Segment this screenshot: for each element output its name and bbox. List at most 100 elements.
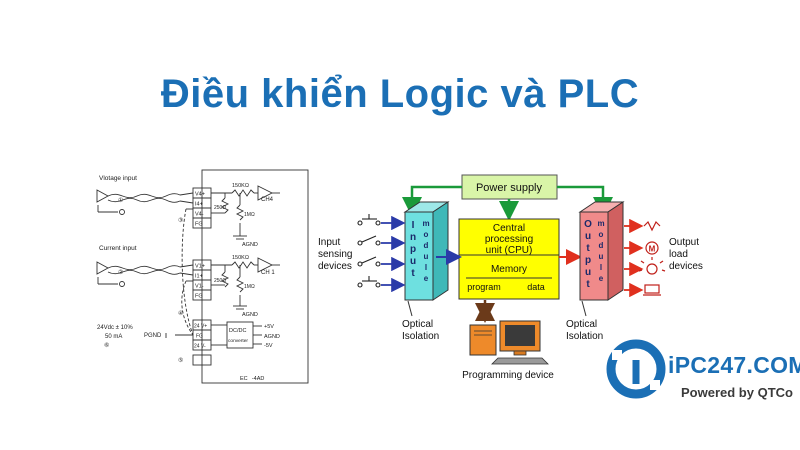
plus5v-label: +5V xyxy=(264,324,274,330)
module-letter: m xyxy=(597,219,604,228)
logo-mark-icon xyxy=(606,339,666,399)
output-arrows xyxy=(624,218,644,298)
wiring-diagram xyxy=(96,169,309,384)
cpu-line1: Central xyxy=(493,223,525,234)
pin-i4p: I4+ xyxy=(195,202,203,208)
pgnd-label: PGND xyxy=(144,333,162,339)
cpu-line3: unit (CPU) xyxy=(486,245,533,256)
input-arrows xyxy=(381,215,406,293)
cpu-line2: processing xyxy=(485,234,533,245)
pin-v1p: V1+ xyxy=(195,264,205,270)
programming-device-label: Programming device xyxy=(462,370,554,381)
input-devices-line: sensing xyxy=(318,249,352,260)
output-devices-line: load xyxy=(669,249,688,260)
data-label: data xyxy=(527,282,545,292)
optical-in-pointer xyxy=(407,300,413,317)
converter-label: converter xyxy=(228,338,248,344)
lamp-icon xyxy=(638,257,666,275)
switch-icon xyxy=(357,235,381,246)
power-supply-label: Power supply xyxy=(476,182,543,194)
module-letter: e xyxy=(424,274,429,283)
input-letter: I xyxy=(412,220,415,231)
memory-label: Memory xyxy=(491,264,527,275)
computer-icon xyxy=(469,320,549,365)
res-150k-b: 150KΩ xyxy=(232,255,249,261)
pin-v4p: V4+ xyxy=(195,192,205,198)
switch-icon xyxy=(357,276,381,288)
current-input-label: Current input xyxy=(99,245,137,252)
pin-fg3: FG xyxy=(196,334,203,340)
page-title: Điều khiển Logic và PLC xyxy=(160,72,640,116)
wiring-labels: Vlotage input Current input V4+ I4+ V4- … xyxy=(97,175,280,382)
optical-out-line: Isolation xyxy=(566,331,603,342)
opamp-ch1-icon xyxy=(257,257,274,273)
opamp-ch4-icon xyxy=(257,185,274,201)
pin-24vm: 24 V- xyxy=(194,344,206,350)
power-to-input-arrow xyxy=(402,185,462,217)
switch-icon xyxy=(357,256,381,267)
marker-6: ⑥ xyxy=(104,342,109,349)
input-module xyxy=(403,201,450,301)
output-letter: t xyxy=(586,243,590,254)
dcdc-label: DC/DC xyxy=(229,328,246,334)
input-letter: t xyxy=(411,268,415,279)
output-devices-line: devices xyxy=(669,261,703,272)
dcdc-converter xyxy=(226,321,254,349)
output-letter: O xyxy=(584,219,592,230)
input-letter: p xyxy=(410,244,416,255)
module-letter: l xyxy=(600,263,602,272)
pin-fg1: FG xyxy=(195,222,203,228)
program-label: program xyxy=(467,282,501,292)
input-devices-label: Input sensing devices xyxy=(318,237,352,272)
cpu-box xyxy=(458,218,560,300)
minus5v-label: -5V xyxy=(264,343,273,349)
solenoid-icon xyxy=(643,220,661,232)
res-1m-a: 1MΩ xyxy=(244,212,255,218)
voltage-input-label: Vlotage input xyxy=(99,175,137,182)
module-letter: d xyxy=(599,241,604,250)
marker-3: ③ xyxy=(178,217,183,224)
input-module-text: I n p u t m o d u l e xyxy=(410,219,430,283)
module-letter: m xyxy=(422,219,429,228)
ch4-label: CH4 xyxy=(261,197,274,203)
agnd-b-label: AGND xyxy=(242,312,258,318)
model-label: EC -4AD xyxy=(240,376,264,382)
output-devices xyxy=(638,220,666,296)
marker-5: ⑤ xyxy=(178,357,183,364)
res-250-a: 250Ω xyxy=(214,205,226,211)
marker-2: ② xyxy=(118,269,123,276)
input-letter: u xyxy=(410,256,416,267)
motor-symbol: M xyxy=(649,245,656,254)
output-devices-line: Output xyxy=(669,237,699,248)
ch1-label: CH 1 xyxy=(261,270,275,276)
voltage-source-icon xyxy=(96,189,109,203)
marker-1: ① xyxy=(118,197,123,204)
supply-ma-label: 50 mA xyxy=(105,334,122,340)
module-letter: u xyxy=(599,252,604,261)
pin-i1p: I1+ xyxy=(195,274,203,280)
module-letter: e xyxy=(599,274,604,283)
module-letter: d xyxy=(424,241,429,250)
output-devices-label: Output load devices xyxy=(669,237,703,272)
output-module xyxy=(578,201,625,301)
agnd-c-label: AGND xyxy=(264,334,280,340)
output-module-text: O u t p u t m o d u l e xyxy=(584,219,604,290)
optical-in-line: Optical xyxy=(402,319,433,330)
pin-v4m: V4- xyxy=(195,212,204,218)
logo-tagline: Powered by QTCo xyxy=(681,385,793,400)
optical-out-line: Optical xyxy=(566,319,597,330)
output-letter: p xyxy=(585,255,591,266)
current-source-icon xyxy=(96,261,109,275)
pin-24vp: 24 V+ xyxy=(194,324,207,330)
pin-v1m: V1- xyxy=(195,284,204,290)
input-devices-line: Input xyxy=(318,237,340,248)
res-150k-a: 150KΩ xyxy=(232,183,249,189)
input-switches xyxy=(357,214,381,288)
module-outline xyxy=(201,169,309,384)
horn-icon xyxy=(643,284,661,296)
output-letter: u xyxy=(585,231,591,242)
output-letter: u xyxy=(585,267,591,278)
input-devices-line: devices xyxy=(318,261,352,272)
